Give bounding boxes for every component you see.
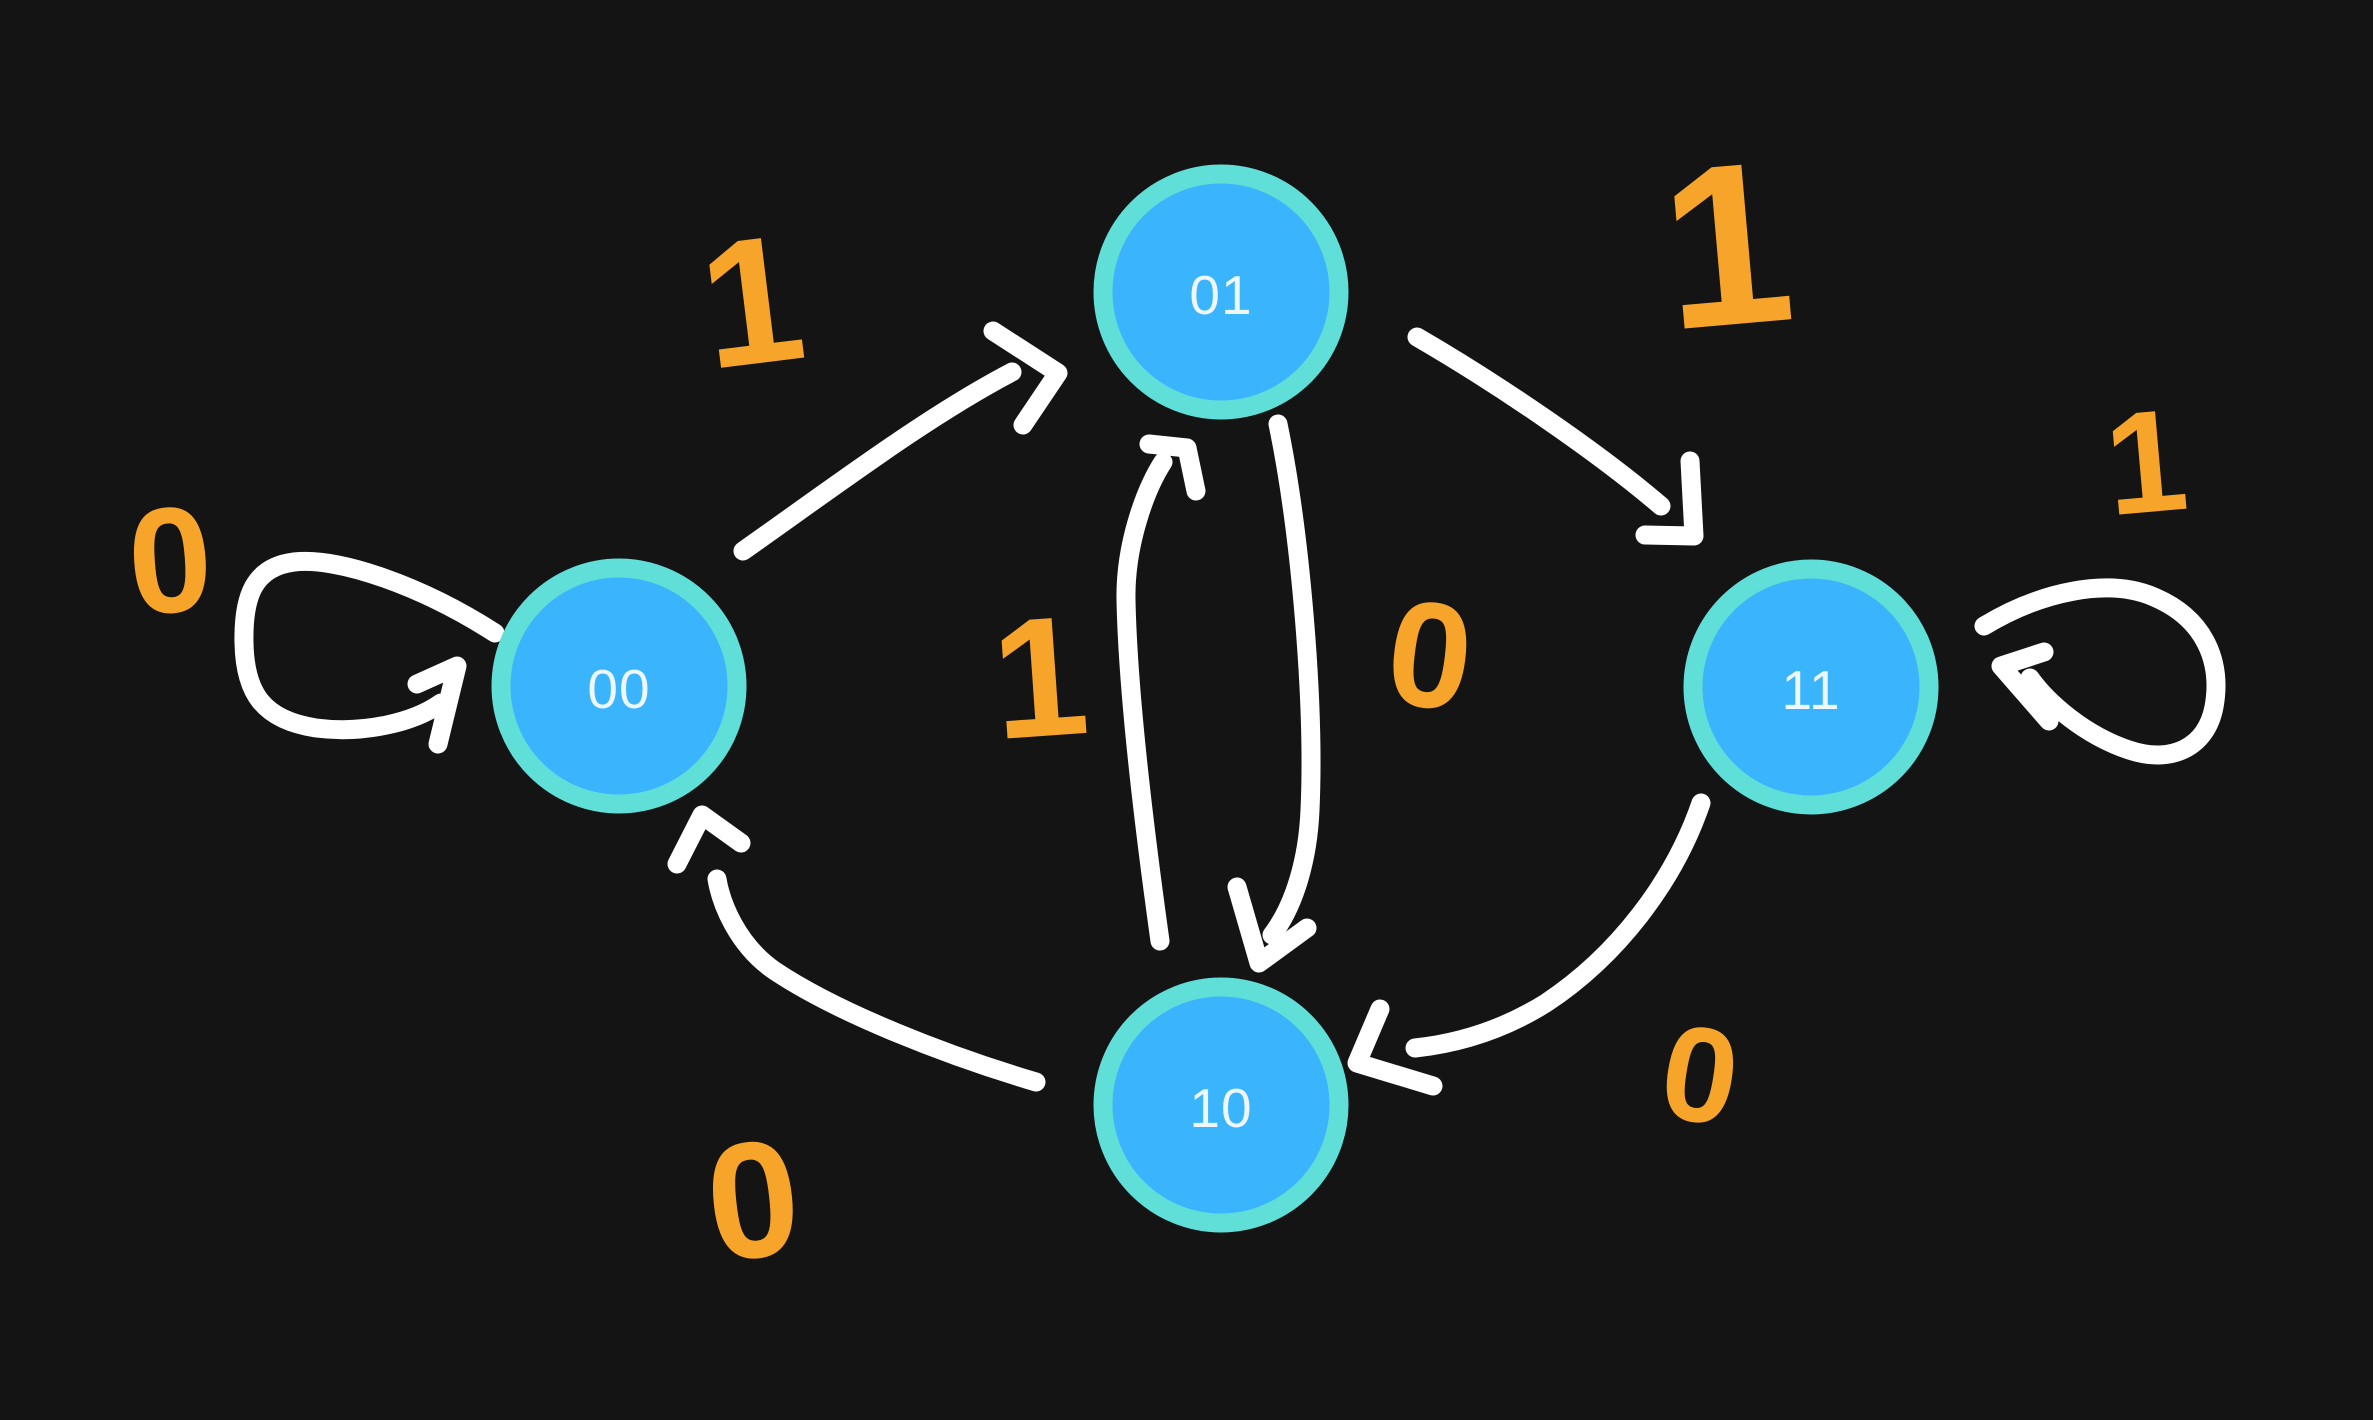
state-label-01: 01 [1189,264,1252,326]
transition-label-00-to-01: 1 [690,196,814,408]
transition-label-00-to-00: 0 [123,473,218,646]
state-node-01: 01 [1093,164,1349,420]
state-circle-10 [1093,977,1349,1233]
transition-00-to-01-line [733,362,1022,561]
transition-10-to-01-line [1116,452,1173,951]
state-label-11: 11 [1781,659,1840,721]
state-circle-11 [1683,559,1939,815]
transition-11-to-10-line [1405,793,1711,1058]
state-node-00: 00 [491,558,747,814]
transition-00-to-01-arrowhead-icon [983,321,1068,435]
state-circle-01 [1093,164,1349,420]
transition-01-to-11-arrowhead-icon [1635,451,1704,546]
transition-label-01-to-11: 1 [1652,111,1802,378]
transition-00-to-01 [733,321,1068,561]
transition-10-to-01 [1116,434,1206,951]
transition-00-to-00 [234,551,505,754]
transition-01-to-10 [1227,414,1321,973]
transition-01-to-11-line [1407,327,1671,516]
transition-11-to-10-arrowhead-icon [1347,999,1443,1096]
transition-01-to-10-arrowhead-icon [1227,877,1317,973]
transition-01-to-10-line [1262,414,1321,945]
transition-11-to-11-arrowhead-icon [1991,642,2059,731]
transition-00-to-00-line [234,551,505,740]
state-node-11: 11 [1683,559,1939,815]
state-node-10: 10 [1093,977,1349,1233]
state-label-10: 10 [1189,1077,1252,1139]
transition-label-11-to-11: 1 [2099,378,2193,546]
transition-11-to-10 [1347,793,1711,1096]
transition-10-to-01-arrowhead-icon [1139,434,1206,501]
transition-label-01-to-10: 0 [1378,567,1481,744]
transition-label-10-to-00: 0 [698,1104,808,1297]
transition-10-to-00-line [707,869,1046,1092]
transition-01-to-11 [1407,327,1704,546]
transition-10-to-00-arrowhead-icon [667,805,751,874]
transition-10-to-00 [667,805,1046,1092]
state-circle-00 [491,558,747,814]
transition-00-to-00-arrowhead-icon [407,656,467,754]
state-label-00: 00 [587,658,650,720]
transition-label-10-to-01: 1 [986,580,1094,776]
transition-11-to-11-line [1974,578,2226,765]
transition-11-to-11 [1974,578,2226,765]
